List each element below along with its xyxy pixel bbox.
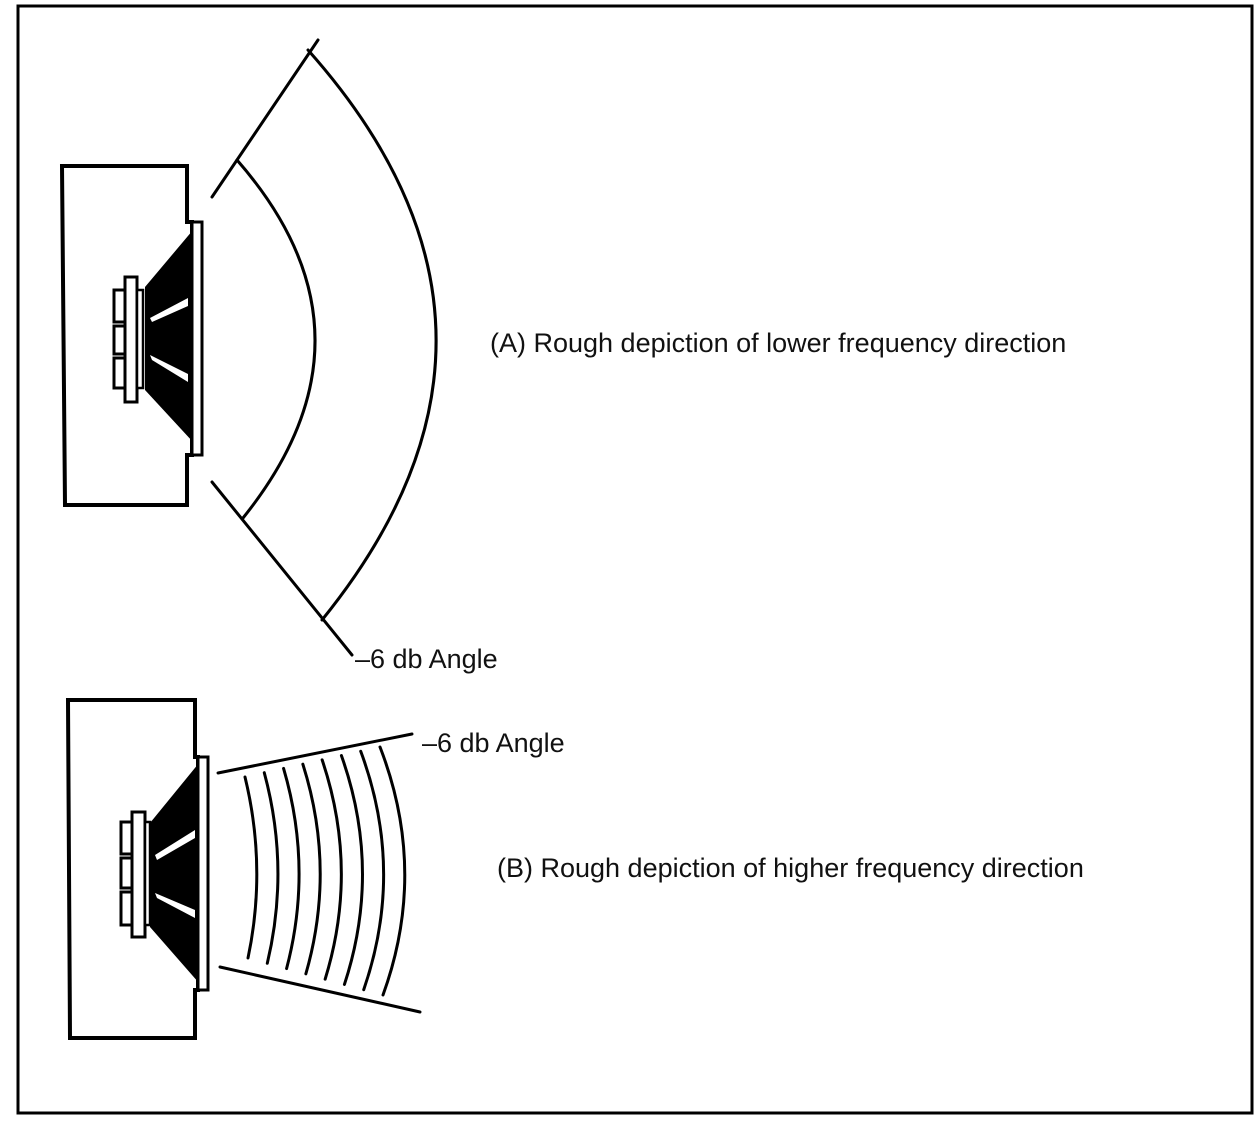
speaker-b-wavefront [339, 754, 364, 986]
speaker-b-wavefront [320, 758, 343, 981]
speaker-a-cone [145, 230, 193, 442]
speaker-b-wavefront [359, 749, 386, 992]
speaker-a-cone-highlight [150, 298, 188, 322]
speaker-b-cone-highlight [155, 830, 195, 860]
speaker-b-angle-line-top [216, 732, 414, 775]
speaker-b-ring [143, 820, 152, 927]
speaker-a-magnet-plate [123, 275, 139, 404]
speaker-a-wavefront [306, 48, 438, 622]
speaker-b-wavefront [282, 766, 301, 971]
speaker-b-caption: (B) Rough depiction of higher frequency … [497, 853, 1084, 883]
speaker-a-magnet [112, 356, 127, 390]
speaker-b-wavefront [301, 762, 322, 976]
speaker-a: (A) Rough depiction of lower frequency d… [59, 38, 1066, 674]
outer-frame [16, 4, 1254, 1115]
speaker-a-cone-highlight [150, 355, 188, 382]
speaker-b-magnet [119, 820, 134, 856]
speaker-b-front-plate [196, 755, 210, 992]
speaker-b: (B) Rough depiction of higher frequency … [65, 698, 1084, 1040]
speaker-a-magnet [112, 324, 127, 356]
speaker-b-magnet [119, 890, 134, 927]
speaker-b-magnet [119, 856, 134, 890]
speaker-b-cone-highlight [155, 893, 195, 918]
speaker-a-caption: (A) Rough depiction of lower frequency d… [490, 328, 1066, 358]
speaker-a-wavefront [235, 158, 317, 520]
speaker-b-magnet-plate [130, 810, 147, 939]
speaker-a-magnet [112, 288, 127, 324]
speaker-b-wavefronts [243, 745, 407, 997]
speaker-a-angle-label: –6 db Angle [355, 644, 498, 674]
speaker-b-wavefront [243, 775, 259, 960]
speaker-b-angle-label: –6 db Angle [422, 728, 565, 758]
speaker-a-front-plate [190, 220, 204, 457]
speaker-b-wavefront [378, 745, 407, 997]
speaker-b-cone [150, 763, 199, 983]
speaker-a-ring [135, 288, 145, 390]
speaker-a-angle-line-top [210, 38, 320, 199]
speaker-b-angle-line-bottom [218, 965, 422, 1014]
speaker-a-angle-line-bottom [210, 480, 354, 657]
speaker-b-wavefront [262, 771, 280, 965]
